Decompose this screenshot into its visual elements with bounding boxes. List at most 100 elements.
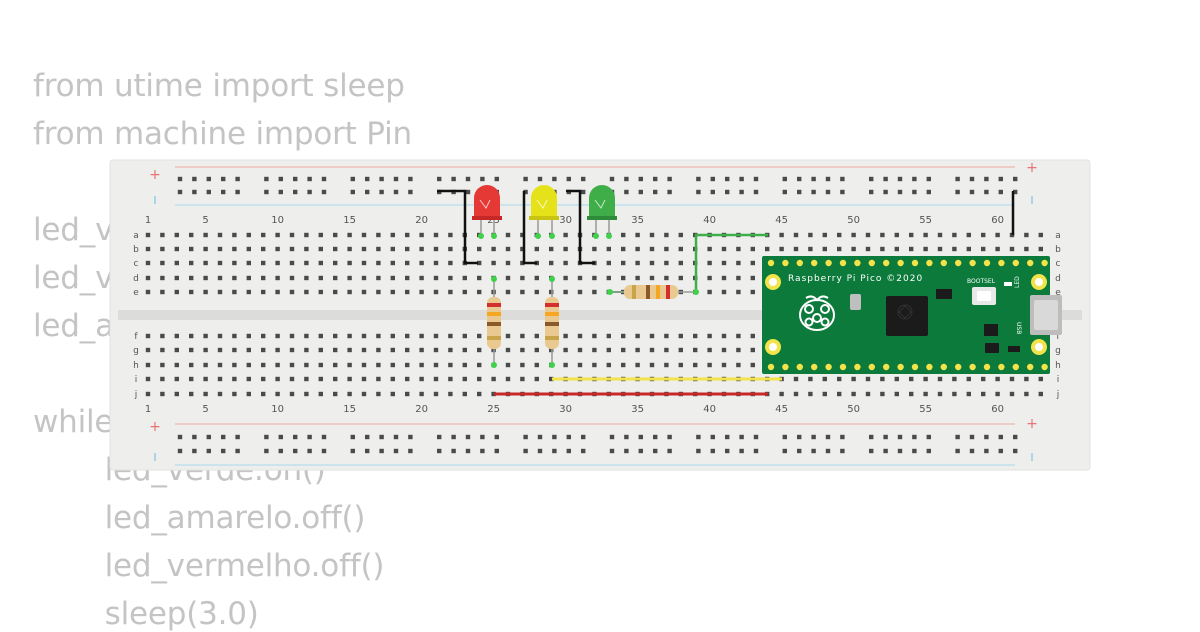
breadboard-hole[interactable] — [765, 246, 770, 252]
rail-hole[interactable] — [897, 189, 903, 195]
breadboard-hole[interactable] — [448, 362, 453, 368]
rail-hole[interactable] — [192, 448, 197, 454]
breadboard-hole[interactable] — [909, 232, 914, 238]
breadboard-hole[interactable] — [736, 347, 741, 353]
rail-hole[interactable] — [235, 189, 240, 195]
breadboard-hole[interactable] — [390, 246, 395, 252]
breadboard-hole[interactable] — [534, 362, 539, 368]
breadboard-hole[interactable] — [189, 232, 194, 238]
rail-hole[interactable] — [221, 176, 226, 182]
breadboard-hole[interactable] — [477, 347, 482, 353]
rail-hole[interactable] — [869, 434, 874, 440]
rail-hole[interactable] — [408, 434, 413, 440]
rail-hole[interactable] — [609, 448, 615, 454]
rail-hole[interactable] — [753, 448, 759, 454]
breadboard-hole[interactable] — [246, 275, 251, 281]
breadboard-hole[interactable] — [275, 391, 280, 397]
led-yellow[interactable] — [529, 185, 559, 239]
rail-hole[interactable] — [897, 434, 903, 440]
breadboard-hole[interactable] — [981, 246, 986, 252]
breadboard-hole[interactable] — [563, 347, 568, 353]
breadboard-hole[interactable] — [174, 232, 179, 238]
breadboard-hole[interactable] — [577, 275, 583, 281]
rail-hole[interactable] — [451, 176, 456, 182]
breadboard-hole[interactable] — [160, 391, 165, 397]
breadboard-hole[interactable] — [246, 391, 251, 397]
breadboard-hole[interactable] — [174, 260, 179, 266]
breadboard-hole[interactable] — [275, 376, 280, 382]
breadboard-hole[interactable] — [707, 275, 712, 281]
breadboard-hole[interactable] — [534, 275, 539, 281]
rail-hole[interactable] — [739, 448, 744, 454]
breadboard-hole[interactable] — [405, 275, 410, 281]
pico-pin[interactable] — [983, 363, 991, 371]
breadboard-hole[interactable] — [376, 232, 381, 238]
rail-hole[interactable] — [264, 448, 269, 454]
breadboard-hole[interactable] — [433, 362, 439, 368]
breadboard-hole[interactable] — [981, 391, 986, 397]
breadboard-hole[interactable] — [160, 289, 165, 295]
breadboard-hole[interactable] — [318, 376, 323, 382]
breadboard-hole[interactable] — [347, 347, 352, 353]
resistor-1[interactable] — [487, 276, 501, 368]
rail-hole[interactable] — [897, 176, 903, 182]
breadboard-hole[interactable] — [174, 246, 179, 252]
breadboard-hole[interactable] — [390, 376, 395, 382]
pico-pin[interactable] — [1027, 363, 1034, 371]
rail-hole[interactable] — [883, 189, 888, 195]
breadboard-hole[interactable] — [721, 362, 727, 368]
breadboard-hole[interactable] — [577, 347, 583, 353]
rail-hole[interactable] — [624, 176, 629, 182]
breadboard-hole[interactable] — [937, 246, 943, 252]
pico-pin[interactable] — [839, 259, 847, 267]
rail-hole[interactable] — [408, 189, 413, 195]
breadboard-hole[interactable] — [318, 275, 323, 281]
breadboard-hole[interactable] — [448, 376, 453, 382]
pico-pin[interactable] — [911, 259, 919, 267]
breadboard-hole[interactable] — [462, 376, 467, 382]
breadboard-hole[interactable] — [347, 333, 352, 339]
rail-hole[interactable] — [883, 448, 888, 454]
breadboard-hole[interactable] — [1024, 376, 1029, 382]
breadboard-hole[interactable] — [419, 246, 424, 252]
rail-hole[interactable] — [739, 189, 744, 195]
breadboard-hole[interactable] — [448, 246, 453, 252]
breadboard-hole[interactable] — [664, 362, 669, 368]
breadboard-hole[interactable] — [736, 333, 741, 339]
rail-hole[interactable] — [177, 189, 183, 195]
breadboard-hole[interactable] — [246, 260, 251, 266]
pico-pin[interactable] — [854, 259, 861, 267]
breadboard-hole[interactable] — [793, 232, 799, 238]
breadboard-hole[interactable] — [376, 246, 381, 252]
breadboard-hole[interactable] — [246, 289, 251, 295]
rail-hole[interactable] — [653, 434, 658, 440]
rail-hole[interactable] — [350, 189, 355, 195]
rail-hole[interactable] — [912, 189, 917, 195]
breadboard-hole[interactable] — [275, 232, 280, 238]
rail-hole[interactable] — [897, 448, 903, 454]
breadboard-hole[interactable] — [419, 232, 424, 238]
breadboard-hole[interactable] — [145, 391, 151, 397]
breadboard-hole[interactable] — [419, 333, 424, 339]
breadboard-hole[interactable] — [923, 246, 928, 252]
breadboard-hole[interactable] — [448, 391, 453, 397]
breadboard-hole[interactable] — [606, 333, 611, 339]
breadboard-hole[interactable] — [664, 260, 669, 266]
rail-hole[interactable] — [653, 189, 658, 195]
breadboard-hole[interactable] — [462, 347, 467, 353]
breadboard-hole[interactable] — [289, 333, 295, 339]
rail-hole[interactable] — [782, 189, 787, 195]
breadboard-hole[interactable] — [563, 333, 568, 339]
pico-pin[interactable] — [811, 259, 818, 267]
breadboard-hole[interactable] — [952, 376, 957, 382]
breadboard-hole[interactable] — [347, 260, 352, 266]
rail-hole[interactable] — [537, 448, 543, 454]
breadboard-hole[interactable] — [145, 376, 151, 382]
rail-hole[interactable] — [840, 176, 845, 182]
breadboard-hole[interactable] — [160, 362, 165, 368]
breadboard-hole[interactable] — [203, 362, 208, 368]
rail-hole[interactable] — [393, 434, 399, 440]
rail-hole[interactable] — [955, 176, 960, 182]
breadboard-hole[interactable] — [232, 347, 237, 353]
breadboard-hole[interactable] — [347, 246, 352, 252]
